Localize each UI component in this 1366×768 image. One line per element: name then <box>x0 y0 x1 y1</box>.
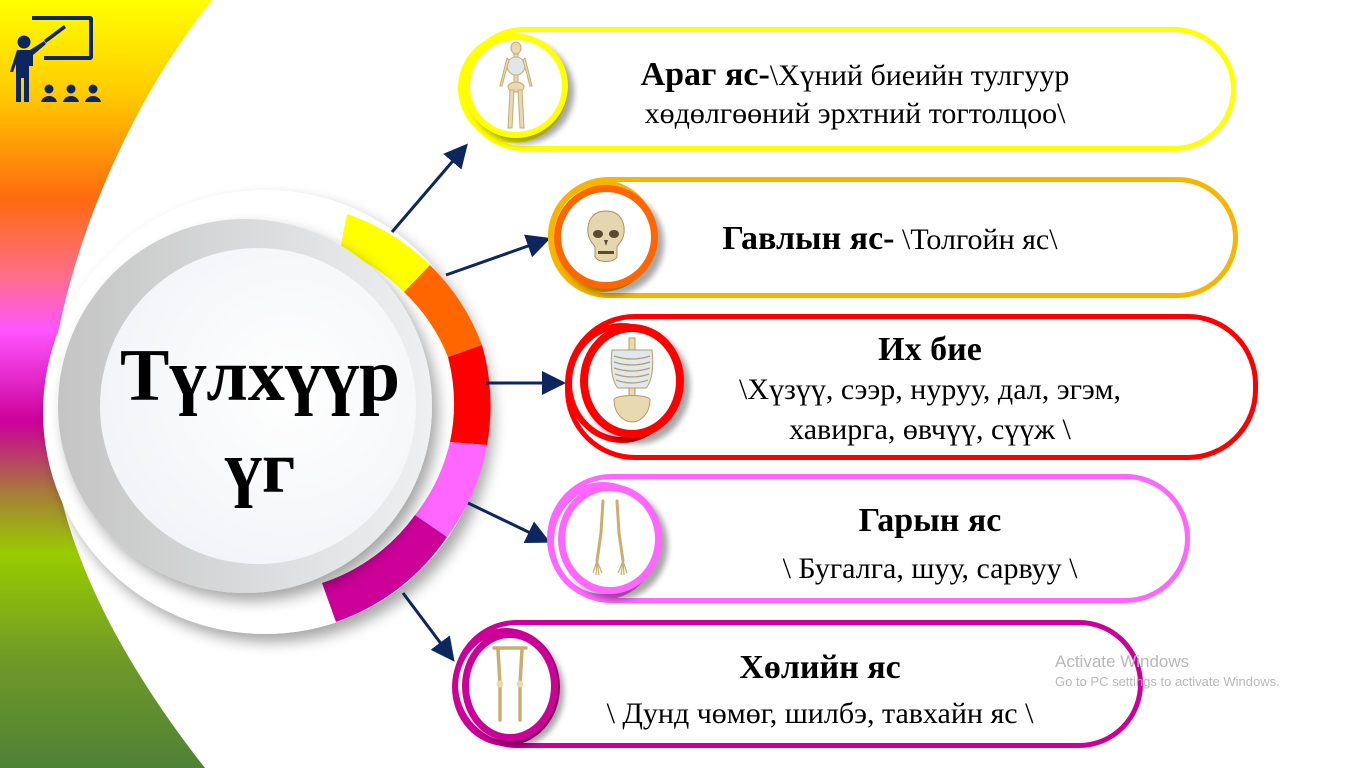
item-text-skeleton: Араг яс-\Хүний биеийн тулгуур хөдөлгөөни… <box>585 56 1125 133</box>
item-description: \ Дунд чөмөг, шилбэ, тавхайн яс \ <box>606 697 1034 730</box>
item-description-line2: хавирга, өвчүү, сүүж \ <box>789 413 1071 446</box>
activate-windows-watermark: Activate Windows Go to PC settings to ac… <box>1055 652 1280 692</box>
ring-segments <box>322 214 491 622</box>
item-text-leg: Хөлийн яс \ Дунд чөмөг, шилбэ, тавхайн я… <box>560 645 1080 737</box>
torso-skeleton-icon <box>580 324 684 438</box>
item-description-line2: хөдөлгөөний эрхтний тогтолцоо\ <box>644 97 1066 130</box>
item-title: Их бие <box>878 331 982 368</box>
item-card-leg <box>453 620 1143 748</box>
item-text-skull: Гавлын яс- \Толгойн яс\ <box>670 220 1110 259</box>
center-title-line2: үг <box>224 427 296 509</box>
item-description: \ Бугалга, шуу, сарвуу \ <box>782 552 1078 585</box>
item-card-skeleton <box>462 27 1236 151</box>
item-description: \Толгойн яс\ <box>894 223 1058 256</box>
item-title: Хөлийн яс <box>739 649 901 686</box>
connector-arrows <box>390 143 566 662</box>
center-title: Түлхүүр үг <box>100 330 420 514</box>
item-text-arm: Гарын яс \ Бугалга, шуу, сарвуу \ <box>680 497 1180 593</box>
arm-bones-icon <box>558 484 662 594</box>
watermark-line1: Activate Windows <box>1055 652 1190 671</box>
item-description: \Хүзүү, сээр, нуруу, дал, эгэм, <box>738 373 1122 406</box>
center-title-line1: Түлхүүр <box>119 335 401 417</box>
teacher-presentation-icon <box>10 16 101 102</box>
leg-bones-icon <box>462 631 558 741</box>
item-card-skull <box>548 177 1238 298</box>
watermark-line2: Go to PC settings to activate Windows. <box>1055 674 1280 689</box>
item-title: Араг яс- <box>640 56 770 93</box>
full-skeleton-icon <box>464 34 568 138</box>
item-title: Гарын яс <box>858 502 1002 539</box>
item-description: \Хүний биеийн тулгуур <box>769 59 1070 92</box>
item-text-torso: Их бие \Хүзүү, сээр, нуруу, дал, эгэм, х… <box>675 330 1185 450</box>
item-title: Гавлын яс- <box>722 220 895 257</box>
skull-icon <box>554 185 658 289</box>
